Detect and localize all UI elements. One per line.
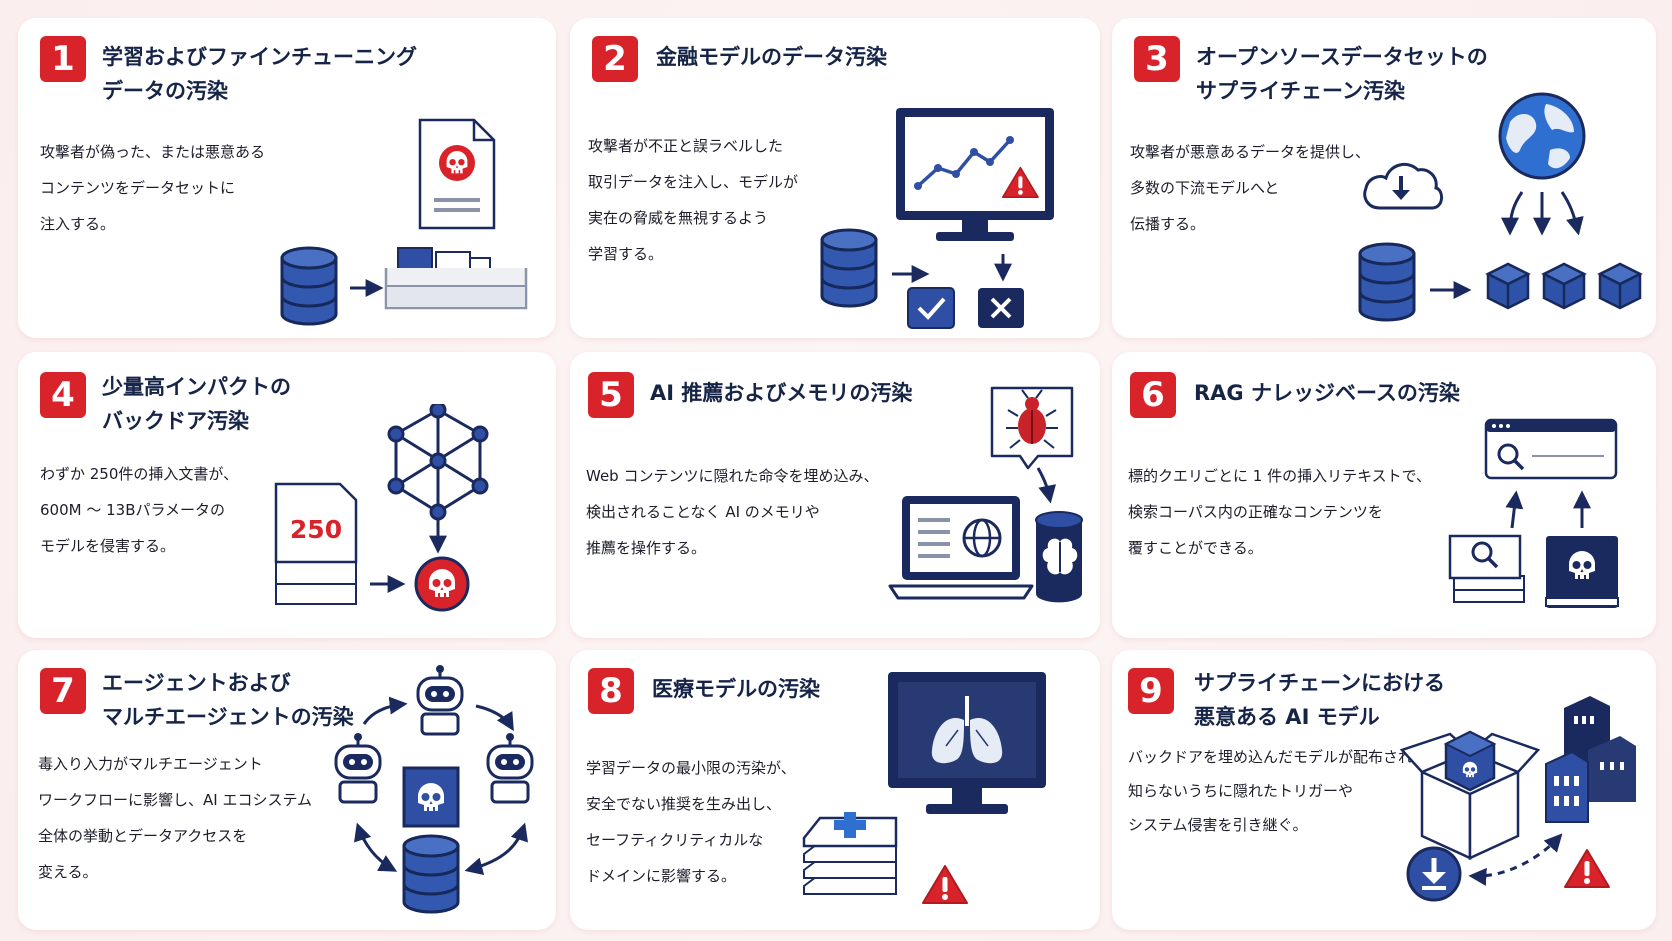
skull-icon [414, 556, 470, 612]
building-icon [1545, 696, 1636, 823]
robot-agent-icon [334, 731, 382, 804]
brain-memory-icon [1035, 511, 1083, 603]
document-count-label: 250 [290, 515, 342, 544]
database-icon [280, 246, 338, 326]
card-description: 攻撃者が偽った、または悪意ある コンテンツをデータセットに 注入する。 [40, 143, 266, 233]
cycle-arrow-icon [475, 704, 514, 732]
downstream-model-cube-icon [1598, 262, 1642, 310]
database-icon [820, 228, 878, 308]
card-number-badge: 8 [588, 668, 634, 714]
warning-icon [1564, 849, 1610, 888]
card-description: 攻撃者が不正と誤ラベルした 取引データを注入し、モデルが 実在の脅威を無視するよ… [588, 137, 799, 263]
laptop-memory-illustration [888, 386, 1083, 603]
robot-agent-icon [416, 664, 464, 736]
dataset-poisoning-illustration [280, 118, 528, 326]
arrow-down-icon [1036, 467, 1057, 504]
card-description: わずか 250件の挿入文書が、 600M 〜 13Bパラメータの モデルを侵害す… [40, 465, 239, 555]
model-distribution-illustration [1399, 696, 1636, 902]
card-description: 毒入り入力がマルチエージェント ワークフローに影響し、AI エコシステム 全体の… [38, 755, 313, 881]
malicious-document-icon [418, 118, 496, 230]
database-icon [1358, 242, 1416, 322]
card-title: オープンソースデータセットの サプライチェーン汚染 [1196, 45, 1488, 103]
poisoned-book-icon [1545, 536, 1619, 608]
rag-search-illustration [1448, 418, 1619, 608]
cloud-download-icon [1363, 162, 1443, 210]
multi-agent-illustration [334, 664, 534, 914]
neural-network-icon [387, 404, 489, 554]
card-5-recommendation-memory-poisoning: 5 AI 推薦およびメモリの汚染 Web コンテンツに隠れた命令を埋め込み、 検… [570, 352, 1100, 638]
cycle-arrow-icon [354, 822, 398, 872]
card-description: 学習データの最小限の汚染が、 安全でない推奨を生み出し、 セーフティクリティカル… [586, 759, 796, 885]
cycle-arrow-icon [464, 822, 528, 876]
card-title: エージェントおよび マルチエージェントの汚染 [102, 671, 354, 729]
card-3-open-source-supply-chain: 3 オープンソースデータセットの サプライチェーン汚染 攻撃者が悪意あるデータを… [1112, 18, 1656, 338]
document-stack-icon: 250 [274, 482, 358, 605]
card-title: 医療モデルの汚染 [652, 677, 820, 701]
poisoned-cube-icon [402, 766, 460, 828]
card-number-badge: 6 [1130, 372, 1176, 418]
card-description: 標的クエリごとに 1 件の挿入リテキストで、 検索コーパス内の正確なコンテンツを… [1128, 467, 1432, 557]
dataset-tray-icon [384, 247, 528, 310]
card-8-medical-model-poisoning: 8 医療モデルの汚染 学習データの最小限の汚染が、 安全でない推奨を生み出し、 … [570, 650, 1100, 930]
card-title: サプライチェーンにおける 悪意ある AI モデル [1194, 671, 1445, 729]
card-6-rag-knowledge-base-poisoning: 6 RAG ナレッジベースの汚染 標的クエリごとに 1 件の挿入リテキストで、 … [1112, 352, 1656, 638]
card-number-badge: 5 [588, 372, 634, 418]
card-9-malicious-ai-model-supply-chain: 9 サプライチェーンにおける 悪意ある AI モデル バックドアを埋め込んだモデ… [1112, 650, 1656, 930]
robot-agent-icon [486, 731, 534, 804]
card-7-agent-poisoning: 7 エージェントおよび マルチエージェントの汚染 毒入り入力がマルチエージェント… [18, 650, 556, 930]
globe-icon [1498, 92, 1586, 180]
card-title: 学習およびファインチューニング データの汚染 [102, 45, 417, 103]
financial-monitor-illustration [820, 108, 1054, 329]
medical-illustration [802, 672, 1046, 904]
card-number-badge: 1 [40, 36, 86, 82]
card-number-badge: 9 [1128, 668, 1174, 714]
laptop-web-icon [888, 496, 1034, 600]
downstream-model-cube-icon [1542, 262, 1586, 310]
document-search-icon [1448, 534, 1525, 603]
card-1-training-data-poisoning: 1 学習およびファインチューニング データの汚染 攻撃者が偽った、または悪意ある… [18, 18, 556, 338]
supply-chain-illustration [1358, 92, 1642, 322]
bug-icon [990, 386, 1074, 470]
card-description: Web コンテンツに隠れた命令を埋め込み、 検出されることなく AI のメモリや… [586, 467, 879, 557]
database-icon [402, 834, 460, 914]
medical-records-icon [802, 812, 898, 895]
card-title: AI 推薦およびメモリの汚染 [650, 381, 913, 405]
downstream-model-cube-icon [1486, 262, 1530, 310]
warning-icon [922, 865, 968, 904]
cross-icon [978, 288, 1024, 328]
download-icon [1406, 846, 1462, 902]
search-window-icon [1484, 418, 1618, 480]
lungs-monitor-icon [888, 672, 1046, 814]
card-description: バックドアを埋め込んだモデルが配布され、 知らないうちに隠れたトリガーや システ… [1128, 748, 1429, 834]
checkmark-icon [907, 287, 955, 329]
arrow-up-icon [1505, 490, 1524, 529]
arrow-down-left-icon [1501, 191, 1524, 236]
card-number-badge: 3 [1134, 36, 1180, 82]
card-number-badge: 2 [592, 36, 638, 82]
card-4-backdoor-poisoning: 4 少量高インパクトの バックドア汚染 わずか 250件の挿入文書が、 600M… [18, 352, 556, 638]
card-number-badge: 4 [40, 372, 86, 418]
card-title: 少量高インパクトの バックドア汚染 [102, 375, 291, 433]
card-2-financial-model-poisoning: 2 金融モデルのデータ汚染 攻撃者が不正と誤ラベルした 取引データを注入し、モデ… [570, 18, 1100, 338]
card-description: 攻撃者が悪意あるデータを提供し、 多数の下流モデルへと 伝播する。 [1130, 143, 1371, 233]
open-box-with-model-icon [1399, 730, 1541, 860]
card-title: 金融モデルのデータ汚染 [656, 45, 887, 69]
cycle-arrow-icon [362, 696, 408, 725]
arrow-down-right-icon [1560, 191, 1584, 236]
card-number-badge: 7 [40, 668, 86, 714]
backdoor-illustration: 250 [274, 404, 489, 612]
monitor-chart-icon [896, 108, 1054, 241]
card-title: RAG ナレッジベースの汚染 [1194, 381, 1460, 405]
